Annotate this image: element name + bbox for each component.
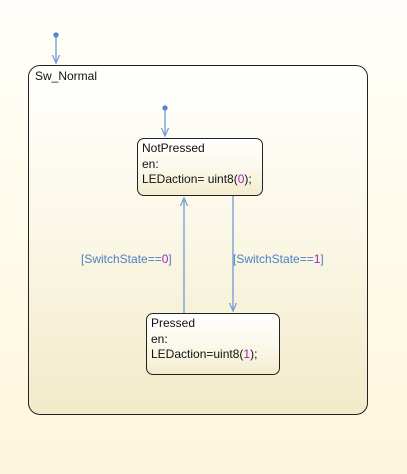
superstate-label: Sw_Normal — [35, 69, 98, 83]
entry-action-pressed: LEDaction=uint8(1); — [151, 347, 275, 363]
action-value: 1 — [243, 347, 251, 361]
guard-prefix: [SwitchState== — [81, 252, 162, 266]
default-transition-outer[interactable] — [53, 32, 58, 63]
action-suffix: ); — [244, 172, 252, 186]
guard-to-not-pressed[interactable]: [SwitchState==0] — [81, 252, 172, 266]
guard-suffix: ] — [320, 252, 324, 266]
guard-prefix: [SwitchState== — [233, 252, 314, 266]
entry-label-not-pressed: en: — [142, 156, 159, 171]
state-name-not-pressed: NotPressed — [142, 141, 205, 155]
guard-value: 0 — [161, 252, 169, 266]
entry-label-pressed: en: — [151, 331, 168, 346]
default-transition-inner[interactable] — [162, 105, 167, 136]
guard-suffix: ] — [168, 252, 172, 266]
guard-to-pressed[interactable]: [SwitchState==1] — [233, 252, 324, 266]
guard-value: 1 — [313, 252, 321, 266]
state-not-pressed[interactable]: NotPressed en: LEDaction= uint8(0); — [137, 138, 263, 196]
action-prefix: LEDaction=uint8( — [151, 347, 244, 361]
action-value: 0 — [237, 172, 245, 186]
action-prefix: LEDaction= uint8( — [142, 172, 238, 186]
state-pressed[interactable]: Pressed en: LEDaction=uint8(1); — [146, 313, 280, 375]
state-name-pressed: Pressed — [151, 316, 196, 330]
action-suffix: ); — [250, 347, 258, 361]
entry-action-not-pressed: LEDaction= uint8(0); — [142, 172, 258, 188]
